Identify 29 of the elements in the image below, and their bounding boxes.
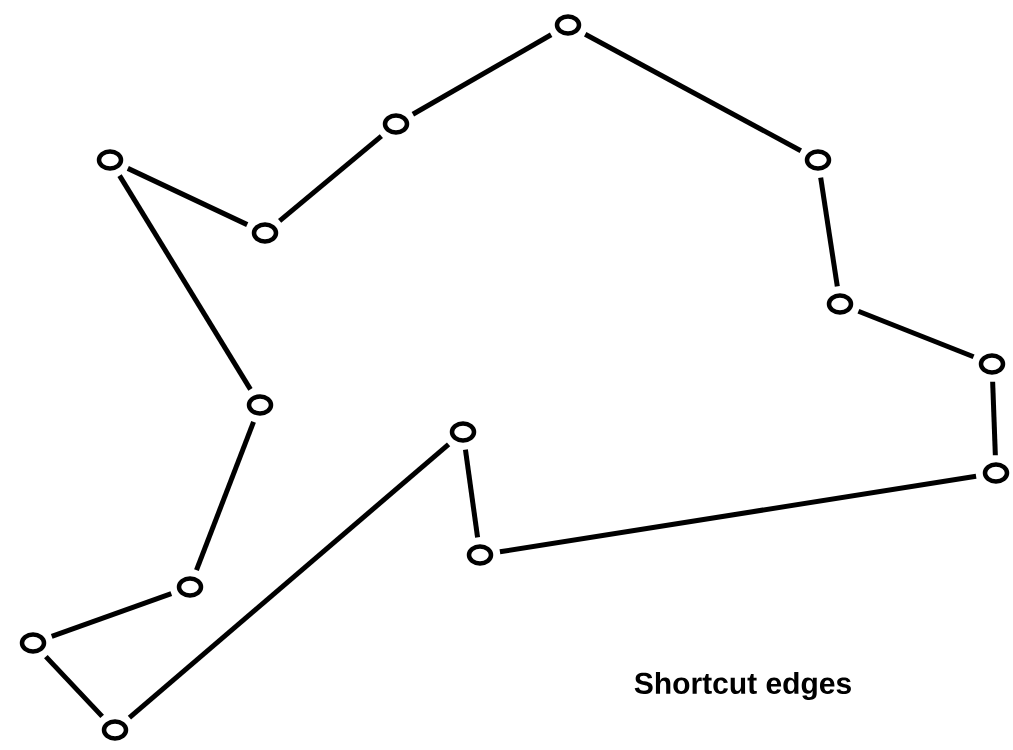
vertex-circle	[826, 293, 854, 315]
vertex-circle	[382, 113, 410, 135]
vertex-circle	[982, 462, 1010, 484]
vertex-circle	[251, 222, 279, 244]
vertex-circle	[554, 14, 582, 36]
edge-line	[194, 420, 256, 572]
vertex-circle	[19, 632, 47, 654]
caption-text: Shortcut edges	[634, 671, 851, 701]
edge-line	[990, 381, 998, 456]
edge-line	[857, 308, 975, 360]
vertex-circle	[246, 394, 274, 416]
vertex-circle	[96, 149, 124, 171]
vertex-circle	[804, 149, 832, 171]
edge-line	[127, 442, 451, 720]
edge-line	[499, 473, 977, 555]
edge-line	[411, 32, 553, 117]
edge-line	[44, 654, 104, 719]
vertex-circle	[449, 421, 477, 443]
edge-line	[50, 591, 173, 639]
vertex-circle	[466, 544, 494, 566]
vertex-circle	[101, 719, 129, 741]
edge-line	[117, 174, 253, 391]
edge-line	[818, 177, 840, 287]
edge-line	[584, 32, 802, 153]
edge-line	[278, 134, 383, 223]
vertex-circle	[176, 576, 204, 598]
edge-line	[462, 449, 481, 538]
edge-line	[126, 166, 249, 227]
vertex-circle	[978, 353, 1006, 375]
